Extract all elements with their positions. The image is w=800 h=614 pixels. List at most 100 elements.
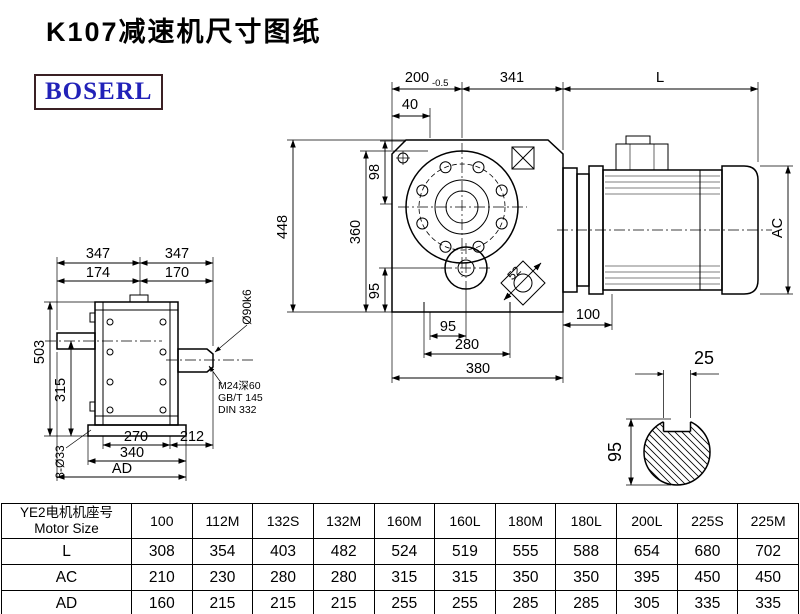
front-view: 52: [275, 69, 793, 383]
value-cell: 315: [434, 564, 496, 591]
motor-fan-cover: [721, 165, 759, 295]
dim-95-section: 95: [605, 442, 625, 462]
label-gbt-145: GB/T 145: [218, 392, 263, 404]
value-cell: 588: [555, 538, 617, 565]
dim-95-side: 95: [367, 283, 383, 299]
value-cell: 230: [191, 564, 254, 591]
dim-AD: AD: [112, 461, 132, 477]
value-cell: 285: [494, 590, 557, 614]
value-cell: 280: [252, 564, 314, 591]
dim-174: 174: [86, 265, 110, 281]
motor-size-col: 132S: [252, 503, 314, 539]
value-cell: 255: [373, 590, 436, 614]
dim-ac: AC: [770, 218, 786, 238]
table-header-row: YE2电机机座号 Motor Size 100 112M 132S 132M 1…: [1, 503, 799, 539]
dim-340: 340: [120, 445, 144, 461]
value-cell: 519: [434, 538, 496, 565]
label-8-holes-d33: 8-Ø33: [53, 445, 67, 479]
value-cell: 702: [737, 538, 799, 565]
value-cell: 215: [252, 590, 314, 614]
value-cell: 350: [555, 564, 617, 591]
value-cell: 403: [252, 538, 314, 565]
value-cell: 555: [494, 538, 557, 565]
row-label-L: L: [1, 538, 132, 565]
dim-52: 52: [504, 263, 524, 283]
dim-98: 98: [367, 164, 383, 180]
value-cell: 255: [434, 590, 496, 614]
motor-size-col: 132M: [312, 503, 375, 539]
output-shaft: [177, 348, 214, 373]
motor-size-col: 180M: [494, 503, 557, 539]
boserl-logo: BOSERL: [34, 74, 164, 110]
motor-size-col: 160L: [434, 503, 496, 539]
dim-212: 212: [180, 429, 204, 445]
value-cell: 335: [737, 590, 799, 614]
value-cell: 450: [676, 564, 739, 591]
dim-280: 280: [455, 337, 479, 353]
value-cell: 315: [373, 564, 436, 591]
motor-size-col: 160M: [373, 503, 436, 539]
dim-L: L: [656, 69, 664, 86]
value-cell: 482: [312, 538, 375, 565]
row-label-AC: AC: [1, 564, 132, 591]
value-cell: 215: [312, 590, 375, 614]
value-cell: 280: [312, 564, 375, 591]
motor-size-col: 200L: [616, 503, 678, 539]
motor-size-header-en: Motor Size: [34, 521, 99, 536]
corner-pad: [511, 146, 535, 170]
motor-size-col: 100: [131, 503, 193, 539]
dim-360: 360: [348, 220, 364, 244]
value-cell: 654: [616, 538, 678, 565]
motor-size-col: 112M: [191, 503, 254, 539]
value-cell: 354: [191, 538, 254, 565]
value-cell: 450: [737, 564, 799, 591]
value-cell: 305: [616, 590, 678, 614]
input-shaft: [56, 332, 96, 350]
dim-503: 503: [32, 340, 48, 364]
value-cell: 285: [555, 590, 617, 614]
dim-40: 40: [402, 97, 418, 113]
motor-size-header-cn: YE2电机机座号: [19, 505, 114, 520]
motor-size-col: 225M: [737, 503, 799, 539]
dim-270: 270: [124, 429, 148, 445]
page-title: K107减速机尺寸图纸: [46, 17, 322, 47]
label-din-332: DIN 332: [218, 404, 257, 416]
boserl-logo-text: BOSERL: [45, 78, 153, 105]
table-row-AC: AC 210 230 280 280 315 315 350 350 395 4…: [1, 564, 799, 591]
dim-347-left: 347: [86, 246, 110, 262]
side-view: 347 347 174 170 503 315 8-Ø33 270 212: [32, 246, 263, 481]
dim-170: 170: [165, 265, 189, 281]
dim-200: 200: [405, 70, 429, 86]
technical-drawing: 52: [32, 69, 793, 486]
value-cell: 524: [373, 538, 436, 565]
terminal-box: [615, 143, 669, 171]
dim-100: 100: [576, 307, 600, 323]
value-cell: 335: [676, 590, 739, 614]
value-cell: 680: [676, 538, 739, 565]
label-shaft-d90k6: Ø90k6: [240, 289, 254, 325]
dimension-table: YE2电机机座号 Motor Size 100 112M 132S 132M 1…: [1, 503, 799, 614]
dim-25: 25: [694, 348, 714, 368]
motor-size-col: 225S: [676, 503, 739, 539]
motor-size-col: 180L: [555, 503, 617, 539]
motor-size-header: YE2电机机座号 Motor Size: [1, 503, 132, 539]
value-cell: 395: [616, 564, 678, 591]
table-row-L: L 308 354 403 482 524 519 555 588 654 68…: [1, 538, 799, 565]
dim-341: 341: [500, 70, 524, 86]
value-cell: 308: [131, 538, 193, 565]
label-m24-tap: M24深60: [218, 380, 261, 392]
dim-380: 380: [466, 361, 490, 377]
dim-200-tolerance: -0.5: [432, 78, 448, 89]
value-cell: 160: [131, 590, 193, 614]
shaft-section: 25 95: [605, 348, 719, 486]
value-cell: 350: [494, 564, 557, 591]
dim-95-bottom: 95: [440, 319, 456, 335]
row-label-AD: AD: [1, 590, 132, 614]
table-row-AD: AD 160 215 215 215 255 255 285 285 305 3…: [1, 590, 799, 614]
dim-315: 315: [53, 378, 69, 402]
diamond-pad: [500, 260, 546, 306]
gearbox-base: [87, 424, 187, 437]
value-cell: 215: [191, 590, 254, 614]
dim-347-right: 347: [165, 246, 189, 262]
